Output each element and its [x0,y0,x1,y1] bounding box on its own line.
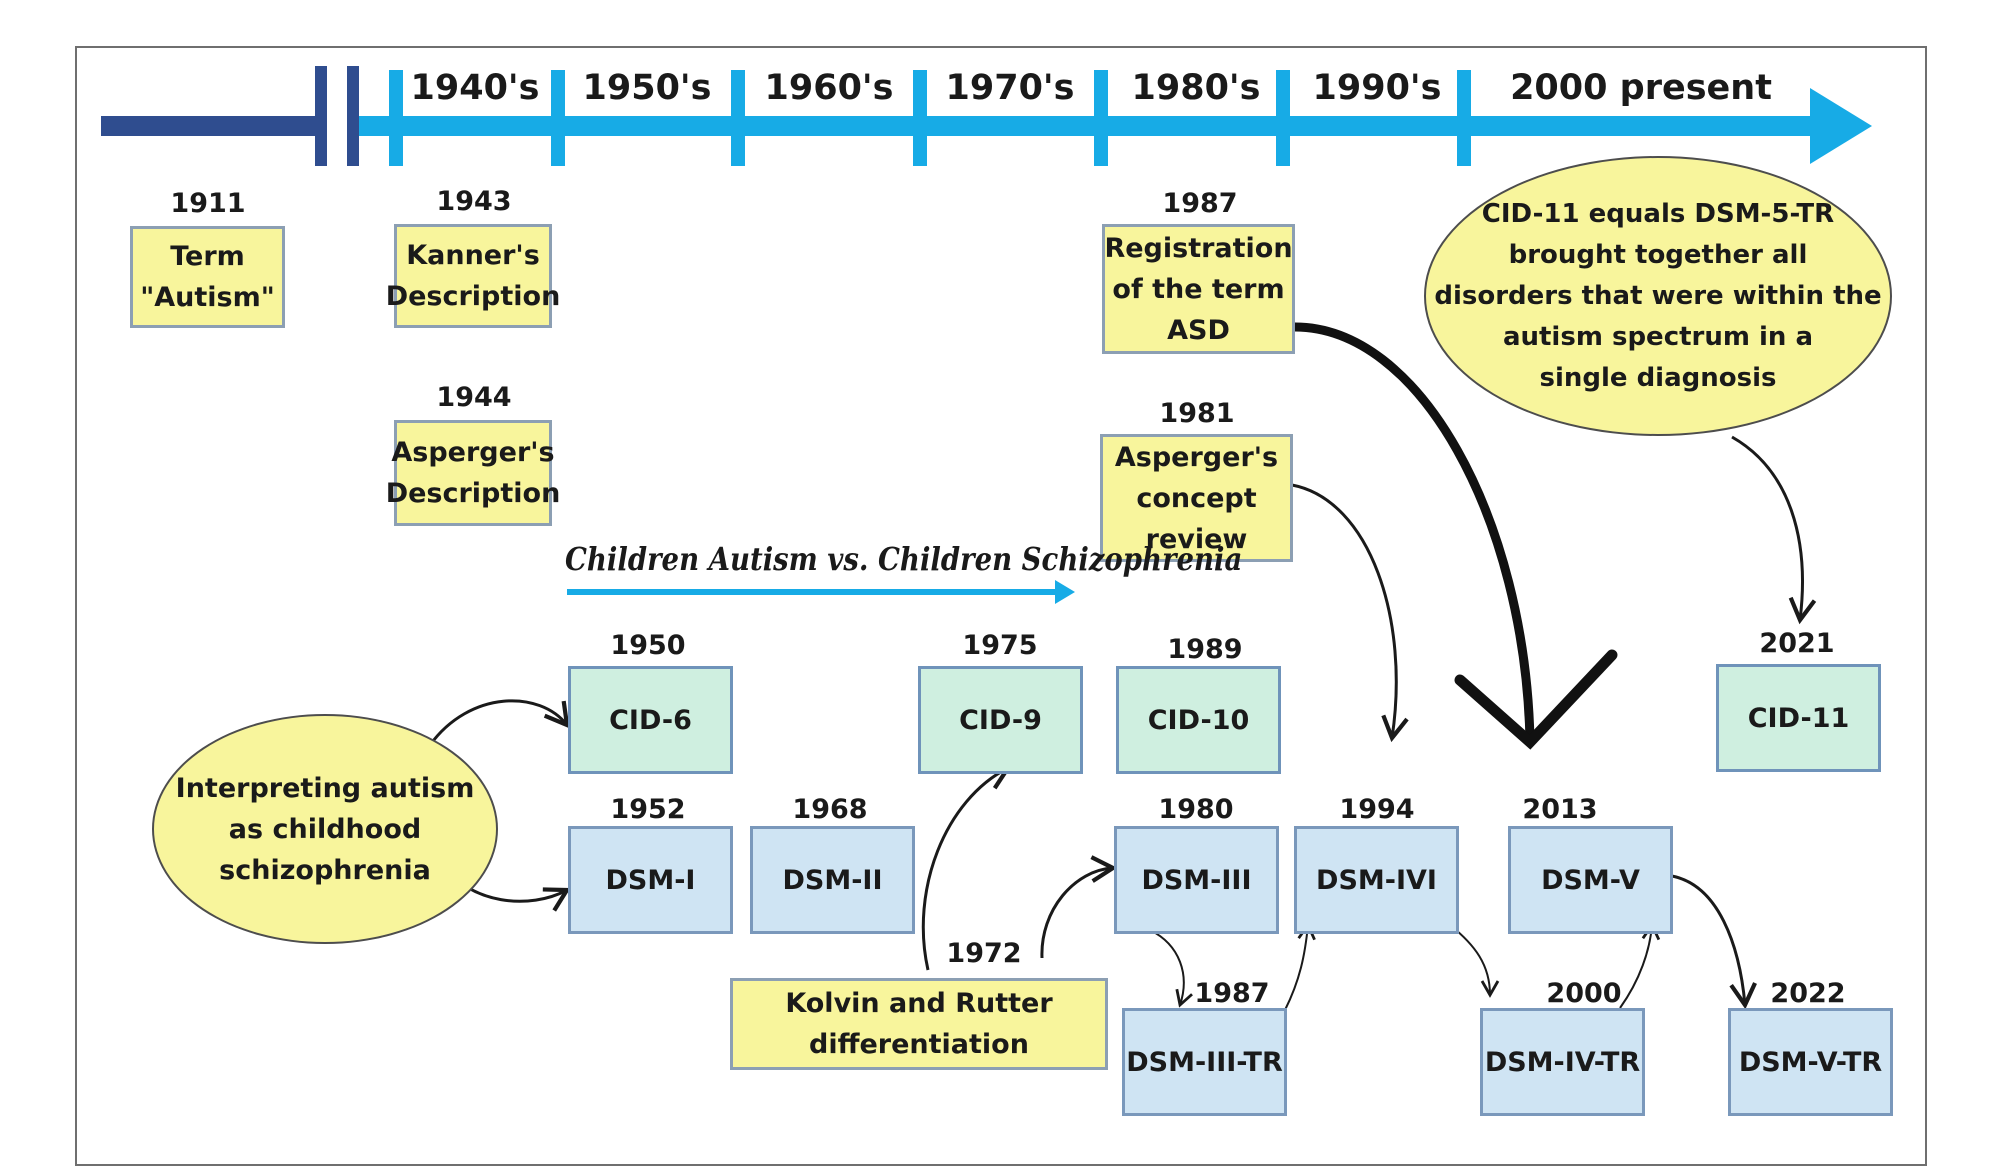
arrow-cid11-note [1731,435,1817,625]
timeline-arrowhead [1810,88,1872,164]
cid11-box: CID-11 [1716,664,1881,772]
dsm5tr-box: DSM-V-TR [1728,1008,1893,1116]
decade-label: 2000 present [1510,68,1772,108]
arrow-asd-to-dsm5 [1292,322,1535,741]
year-label: 1911 [170,188,246,219]
cid10-box: CID-10 [1116,666,1281,774]
year-label: 1981 [1159,398,1235,429]
timeline-graphics [101,66,1872,1011]
banner-label: Children Autism vs. Children Schizophren… [565,540,1243,578]
cid11-note: CID-11 equals DSM-5-TR brought together … [1424,156,1892,436]
arrow-dsm4-to-dsm4tr [1449,924,1500,998]
decade-label: 1980's [1131,68,1261,108]
arrow-to-dsm3 [1040,855,1118,959]
decade-ticks [389,70,1471,166]
year-label: 1975 [962,630,1038,661]
dsm2-box: DSM-II [750,826,915,934]
decade-label: 1960's [764,68,894,108]
arrow-review-to-dsm4 [1291,483,1409,743]
year-label: 1950 [610,630,686,661]
cid6-box: CID-6 [568,666,733,774]
arrow-dsm3-to-dsm3tr [1149,929,1193,1008]
dsm3tr-box: DSM-III-TR [1122,1008,1287,1116]
timeline-break-mark [347,66,359,166]
year-label: 1944 [436,382,512,413]
dsm1-box: DSM-I [568,826,733,934]
dsm4tr-box: DSM-IV-TR [1480,1008,1645,1116]
year-label: 2022 [1770,978,1846,1009]
year-label: 1980 [1158,794,1234,825]
year-label: 2013 [1522,794,1598,825]
decade-label: 1970's [945,68,1075,108]
dsm4-box: DSM-IVI [1294,826,1459,934]
dsm5-box: DSM-V [1508,826,1673,934]
arrow-kolvin-to-cid9 [921,764,1012,971]
arrow-asd-to-dsm5-head [1454,649,1618,750]
decade-label: 1990's [1312,68,1442,108]
banner-arrowhead [1055,580,1075,604]
cid9-box: CID-9 [918,666,1083,774]
timeline-break-mark [315,66,327,166]
year-label: 1994 [1339,794,1415,825]
year-label: 1987 [1194,978,1270,1009]
year-label: 2021 [1759,628,1835,659]
dsm3-box: DSM-III [1114,826,1279,934]
arrow-dsm3tr-to-dsm4 [1284,922,1316,1011]
year-label: 2000 [1546,978,1622,1009]
decade-label: 1950's [582,68,712,108]
arrow-dsm4tr-to-dsm5 [1619,922,1661,1009]
year-label: 1968 [792,794,868,825]
year-label: 1952 [610,794,686,825]
arrow-to-cid6 [428,699,570,746]
decade-label: 1940's [410,68,540,108]
term-autism-box: Term"Autism" [130,226,285,328]
year-label: 1972 [946,938,1022,969]
year-label: 1989 [1167,634,1243,665]
arrow-dsm5-to-dsm5tr [1664,873,1757,1010]
year-label: 1987 [1162,188,1238,219]
year-label: 1943 [436,186,512,217]
